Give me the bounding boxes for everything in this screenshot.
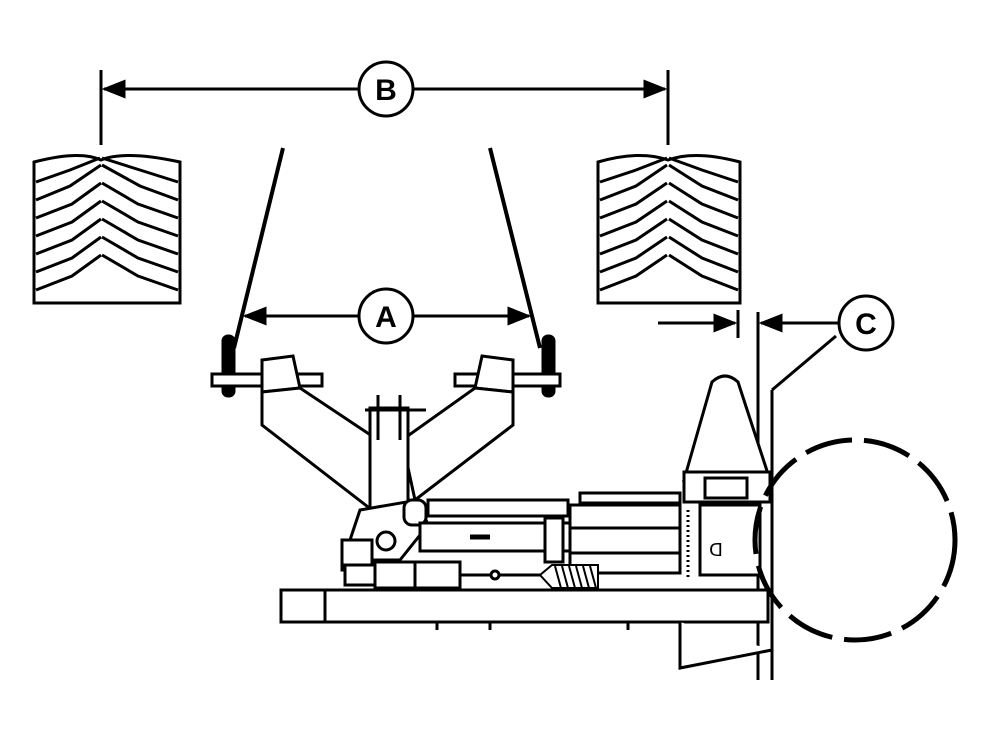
right-tire-tread [599,156,739,292]
callout-c-label: C [855,308,877,341]
dimension-b [99,70,670,145]
callout-c: C [837,294,895,352]
left-tire-tread [35,156,179,292]
lift-links [232,147,542,349]
implement-clearance-circle [752,437,958,643]
callout-a: A [357,287,415,345]
drawbar-plate [279,588,773,670]
right-tire [596,153,742,305]
linkage [418,491,682,575]
lower-bracket [340,538,540,590]
callout-b: B [357,60,415,118]
left-tire [32,153,182,305]
small-glyph: ᗡ [709,540,723,561]
callout-b-label: B [375,74,397,107]
hitch-frame [210,334,562,562]
spring [538,564,599,589]
callout-a-label: A [375,301,397,334]
hitch-tower [682,374,773,578]
